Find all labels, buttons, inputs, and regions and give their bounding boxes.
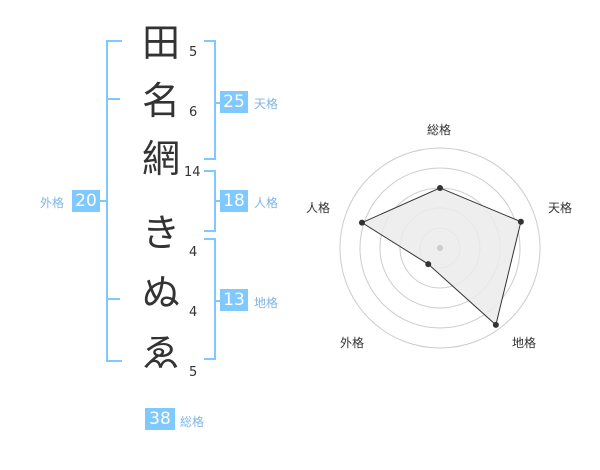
radar-point-3: [492, 321, 499, 328]
jinkaku-label: 人格: [254, 196, 279, 210]
gaikaku-label: 外格: [40, 196, 65, 210]
stroke-count-5: 4: [189, 305, 198, 320]
radar-series-area: [360, 187, 522, 326]
name-char-2: 名: [141, 79, 180, 123]
jinkaku-bracket: [204, 170, 216, 232]
jinkaku-connector: [216, 200, 222, 202]
radar-label-soukaku: 総格: [427, 123, 452, 137]
stroke-count-3: 14: [184, 165, 201, 180]
tenkaku-label: 天格: [254, 97, 279, 111]
gaikaku-tick-top: [106, 98, 120, 100]
radar-point-5: [358, 219, 365, 226]
stroke-count-2: 6: [189, 105, 198, 120]
stroke-count-1: 5: [189, 45, 198, 60]
name-char-5: ぬ: [141, 271, 180, 315]
name-char-4: き: [141, 211, 180, 255]
gaikaku-connector: [100, 200, 106, 202]
radar-point-2: [517, 218, 524, 225]
gaikaku-tick-bottom: [106, 298, 120, 300]
radar-center-point: [437, 245, 443, 251]
soukaku-value: 38: [145, 408, 175, 430]
radar-label-jinkaku: 人格: [306, 201, 331, 215]
tenkaku-bracket: [204, 40, 216, 160]
radar-label-gaikaku: 外格: [340, 336, 365, 350]
radar-grid-ring: [339, 147, 541, 349]
chikaku-bracket: [204, 238, 216, 360]
name-char-3: 網: [141, 137, 180, 181]
gaikaku-value: 20: [72, 190, 100, 212]
tenkaku-connector: [216, 102, 222, 104]
radar-grid-ring: [359, 167, 521, 329]
radar-label-chikaku: 地格: [512, 336, 537, 350]
stroke-count-6: 5: [189, 365, 198, 380]
stroke-count-4: 4: [189, 245, 198, 260]
chikaku-label: 地格: [254, 296, 279, 310]
radar-point-1: [437, 184, 443, 191]
radar-point-4: [425, 261, 432, 268]
jinkaku-value: 18: [220, 190, 248, 212]
name-char-1: 田: [141, 21, 180, 65]
soukaku-label: 総格: [180, 415, 205, 429]
chikaku-connector: [216, 300, 222, 302]
name-char-6: ゑ: [141, 331, 180, 375]
tenkaku-value: 25: [220, 91, 248, 113]
gaikaku-bracket: [106, 40, 122, 362]
radar-label-tenkaku: 天格: [548, 201, 573, 215]
chikaku-value: 13: [220, 289, 248, 311]
